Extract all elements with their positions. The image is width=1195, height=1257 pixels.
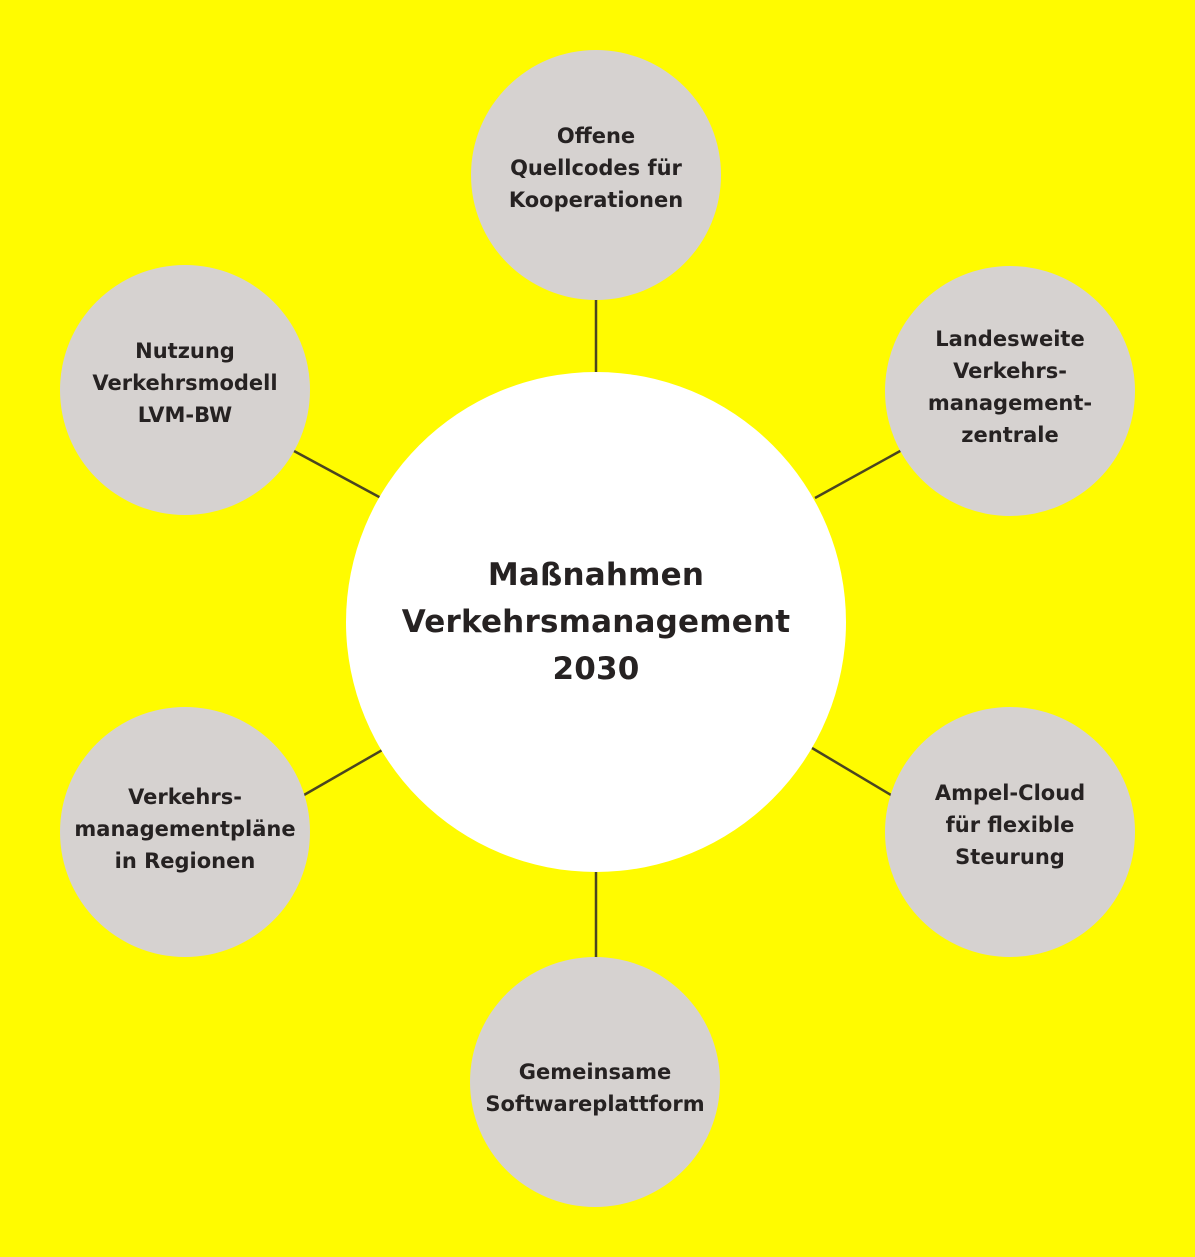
spoke-label: Gemeinsame Softwareplattform <box>485 1060 705 1116</box>
spoke-node-regional-plans: Verkehrs- managementpläne in Regionen <box>60 707 310 957</box>
connector-upper-right <box>814 448 903 500</box>
spoke-node-traffic-model: Nutzung Verkehrsmodell LVM-BW <box>60 265 310 515</box>
spoke-label: Nutzung Verkehrsmodell LVM-BW <box>92 339 278 427</box>
spoke-node-traffic-center: Landesweite Verkehrs- management- zentra… <box>885 266 1135 516</box>
spoke-node-software-platform: Gemeinsame Softwareplattform <box>470 957 720 1207</box>
spoke-label: Ampel-Cloud für flexible Steurung <box>934 781 1086 869</box>
connector-lower-left <box>303 747 385 797</box>
hub-label: Maßnahmen Verkehrsmanagement 2030 <box>401 556 791 687</box>
spoke-node-ampel-cloud: Ampel-Cloud für flexible Steurung <box>885 707 1135 957</box>
spoke-label: Offene Quellcodes für Kooperationen <box>508 124 684 212</box>
spoke-node-open-source: Offene Quellcodes für Kooperationen <box>471 50 721 300</box>
connector-lower-right <box>811 746 892 797</box>
connector-upper-left <box>293 449 382 500</box>
hub-node: Maßnahmen Verkehrsmanagement 2030 <box>346 372 846 872</box>
spoke-label: Landesweite Verkehrs- management- zentra… <box>927 327 1093 447</box>
spoke-label: Verkehrs- managementpläne in Regionen <box>74 785 296 873</box>
